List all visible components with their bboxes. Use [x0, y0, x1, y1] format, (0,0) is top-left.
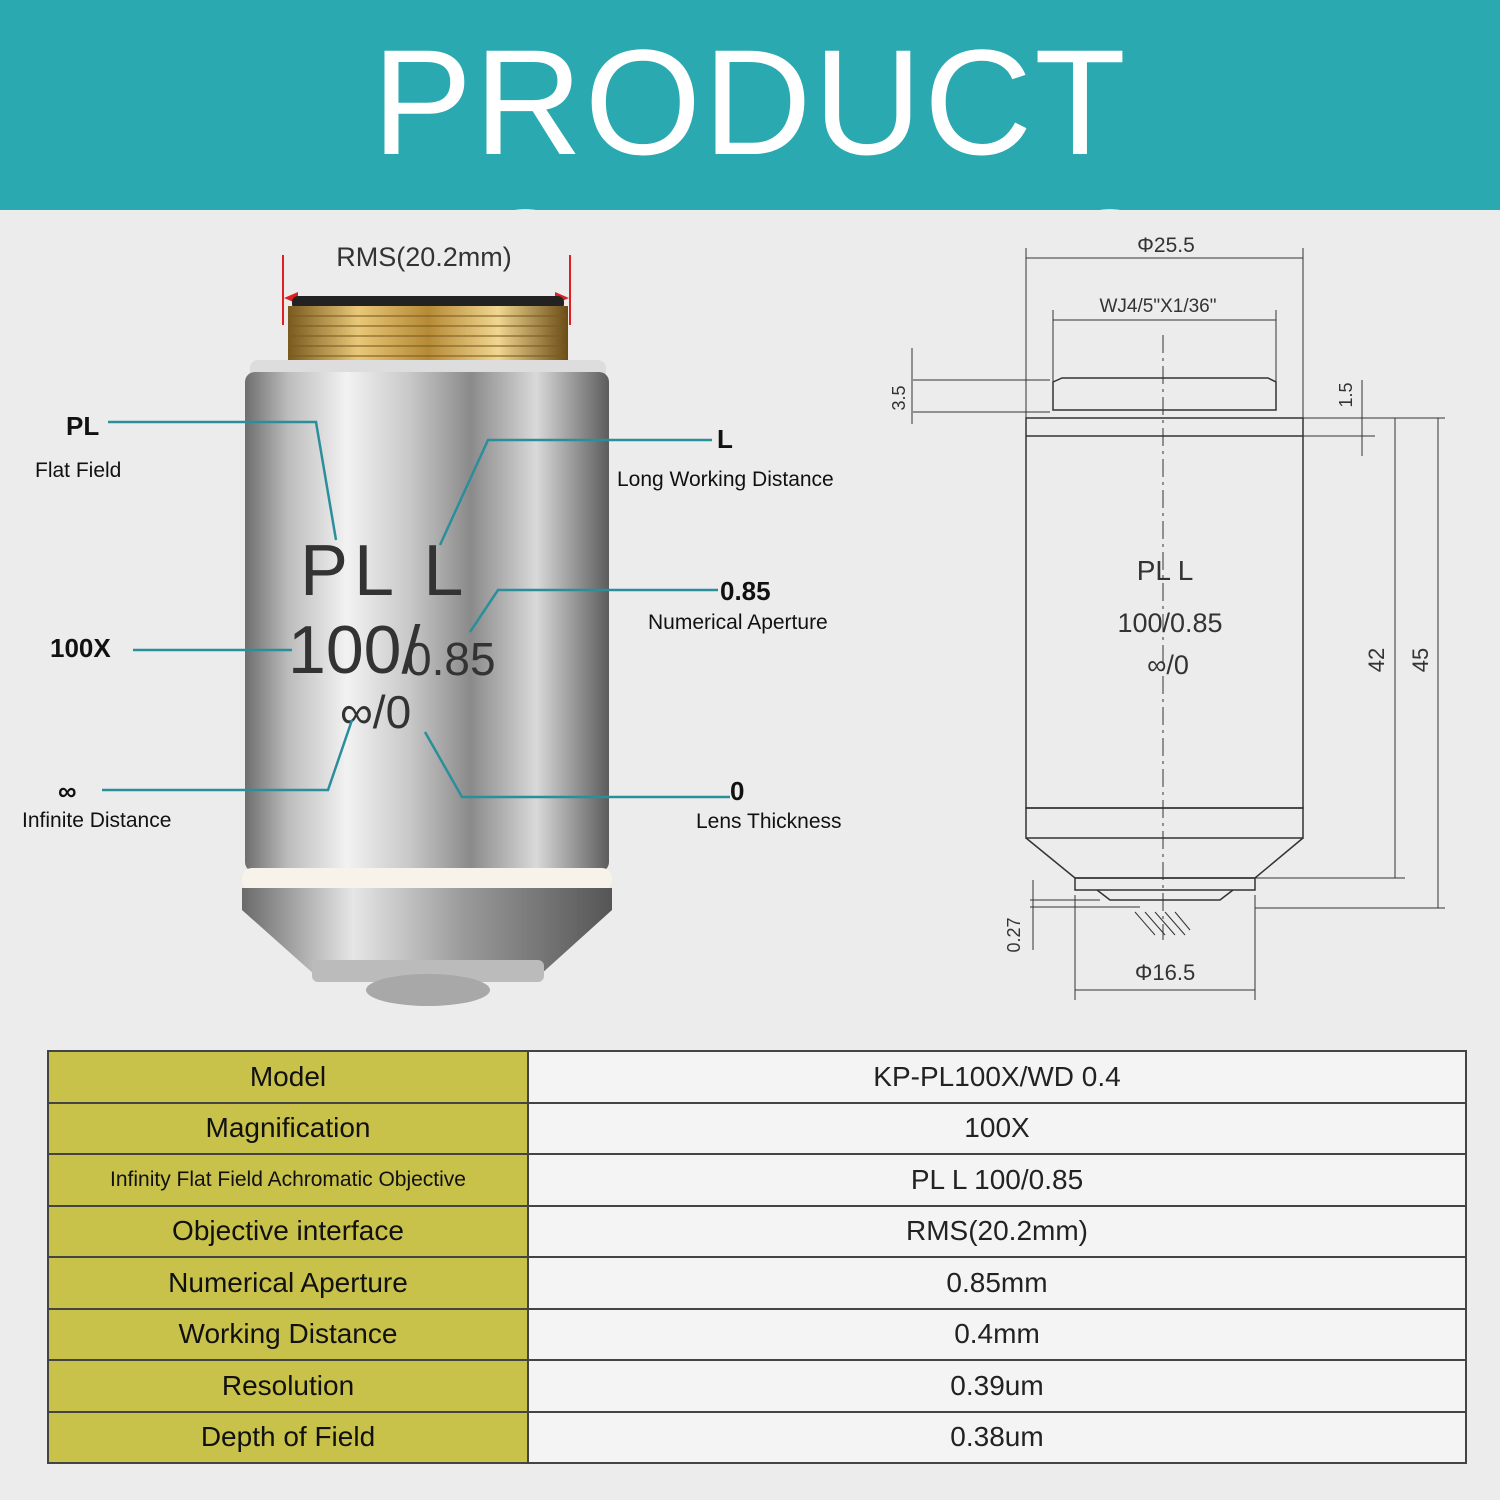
total-length-label: 45	[1408, 648, 1433, 672]
callout-lines	[102, 420, 730, 799]
engraving-pl-l: PL L	[300, 531, 469, 611]
row-label-numerical-aperture: Numerical Aperture	[47, 1256, 529, 1310]
white-ring	[242, 868, 612, 890]
table-row: Resolution 0.39um	[47, 1359, 1467, 1413]
objective-photo: RMS(20.2mm) PL L 100/ 0.85 ∞/0	[22, 242, 842, 1006]
technical-drawing	[911, 248, 1445, 1000]
callout-thickness-subtitle: Lens Thickness	[696, 810, 842, 833]
table-row: Magnification 100X	[47, 1101, 1467, 1155]
callout-thickness-title: 0	[730, 776, 744, 806]
thread-grooves	[290, 315, 566, 357]
callout-pl-title: PL	[66, 411, 99, 441]
row-label-interface: Objective interface	[47, 1204, 529, 1258]
table-row: Working Distance 0.4mm	[47, 1307, 1467, 1361]
row-value-interface: RMS(20.2mm)	[527, 1204, 1467, 1258]
gap-label: 0.27	[1004, 917, 1024, 952]
row-value-working-distance: 0.4mm	[527, 1307, 1467, 1361]
front-diameter-label: Φ16.5	[1135, 960, 1195, 985]
row-label-model: Model	[47, 1050, 529, 1104]
table-row: Numerical Aperture 0.85mm	[47, 1256, 1467, 1310]
row-label-resolution: Resolution	[47, 1359, 529, 1413]
callout-infinity-title: ∞	[58, 776, 77, 806]
table-row: Infinity Flat Field Achromatic Objective…	[47, 1153, 1467, 1207]
callout-na-subtitle: Numerical Aperture	[648, 611, 828, 634]
table-row: Depth of Field 0.38um	[47, 1410, 1467, 1464]
row-label-magnification: Magnification	[47, 1101, 529, 1155]
rms-label: RMS(20.2mm)	[336, 242, 512, 272]
row-value-depth-of-field: 0.38um	[527, 1410, 1467, 1464]
body-length-label: 42	[1364, 648, 1389, 672]
drawing-engraving-line3: ∞/0	[1147, 650, 1189, 680]
outer-diameter-label: Φ25.5	[1137, 234, 1195, 257]
row-label-objective-type: Infinity Flat Field Achromatic Objective	[47, 1153, 529, 1207]
drawing-engraving-line2: 100/0.85	[1117, 608, 1222, 638]
spec-table: Model KP-PL100X/WD 0.4 Magnification 100…	[47, 1050, 1467, 1464]
objective-nose	[242, 888, 612, 975]
thread-label: WJ4/5"X1/36"	[1100, 296, 1217, 317]
drawing-labels: Φ25.5 WJ4/5"X1/36" 3.5 1.5 42 45 0.27 Φ1…	[889, 234, 1433, 985]
engraving-na: 0.85	[406, 633, 496, 685]
objective-body	[245, 372, 609, 872]
callout-l-title: L	[717, 424, 733, 454]
drawing-engraving-line1: PL L	[1137, 555, 1194, 586]
table-row: Model KP-PL100X/WD 0.4	[47, 1050, 1467, 1104]
row-label-depth-of-field: Depth of Field	[47, 1410, 529, 1464]
row-value-numerical-aperture: 0.85mm	[527, 1256, 1467, 1310]
thread-height-label: 3.5	[889, 385, 909, 410]
table-row: Objective interface RMS(20.2mm)	[47, 1204, 1467, 1258]
callout-pl-subtitle: Flat Field	[35, 459, 121, 482]
callout-na-title: 0.85	[720, 576, 771, 606]
row-value-magnification: 100X	[527, 1101, 1467, 1155]
shoulder-label: 1.5	[1336, 382, 1356, 407]
nose-ring	[312, 960, 544, 982]
callout-infinity-subtitle: Infinite Distance	[22, 809, 171, 832]
engraving-infinity: ∞/0	[340, 686, 411, 738]
row-value-objective-type: PL L 100/0.85	[527, 1153, 1467, 1207]
row-value-resolution: 0.39um	[527, 1359, 1467, 1413]
engraving-magnification: 100/	[288, 612, 420, 688]
callout-magnification-title: 100X	[50, 633, 111, 663]
callout-l-subtitle: Long Working Distance	[617, 468, 834, 491]
row-label-working-distance: Working Distance	[47, 1307, 529, 1361]
row-value-model: KP-PL100X/WD 0.4	[527, 1050, 1467, 1104]
front-lens	[366, 974, 490, 1006]
